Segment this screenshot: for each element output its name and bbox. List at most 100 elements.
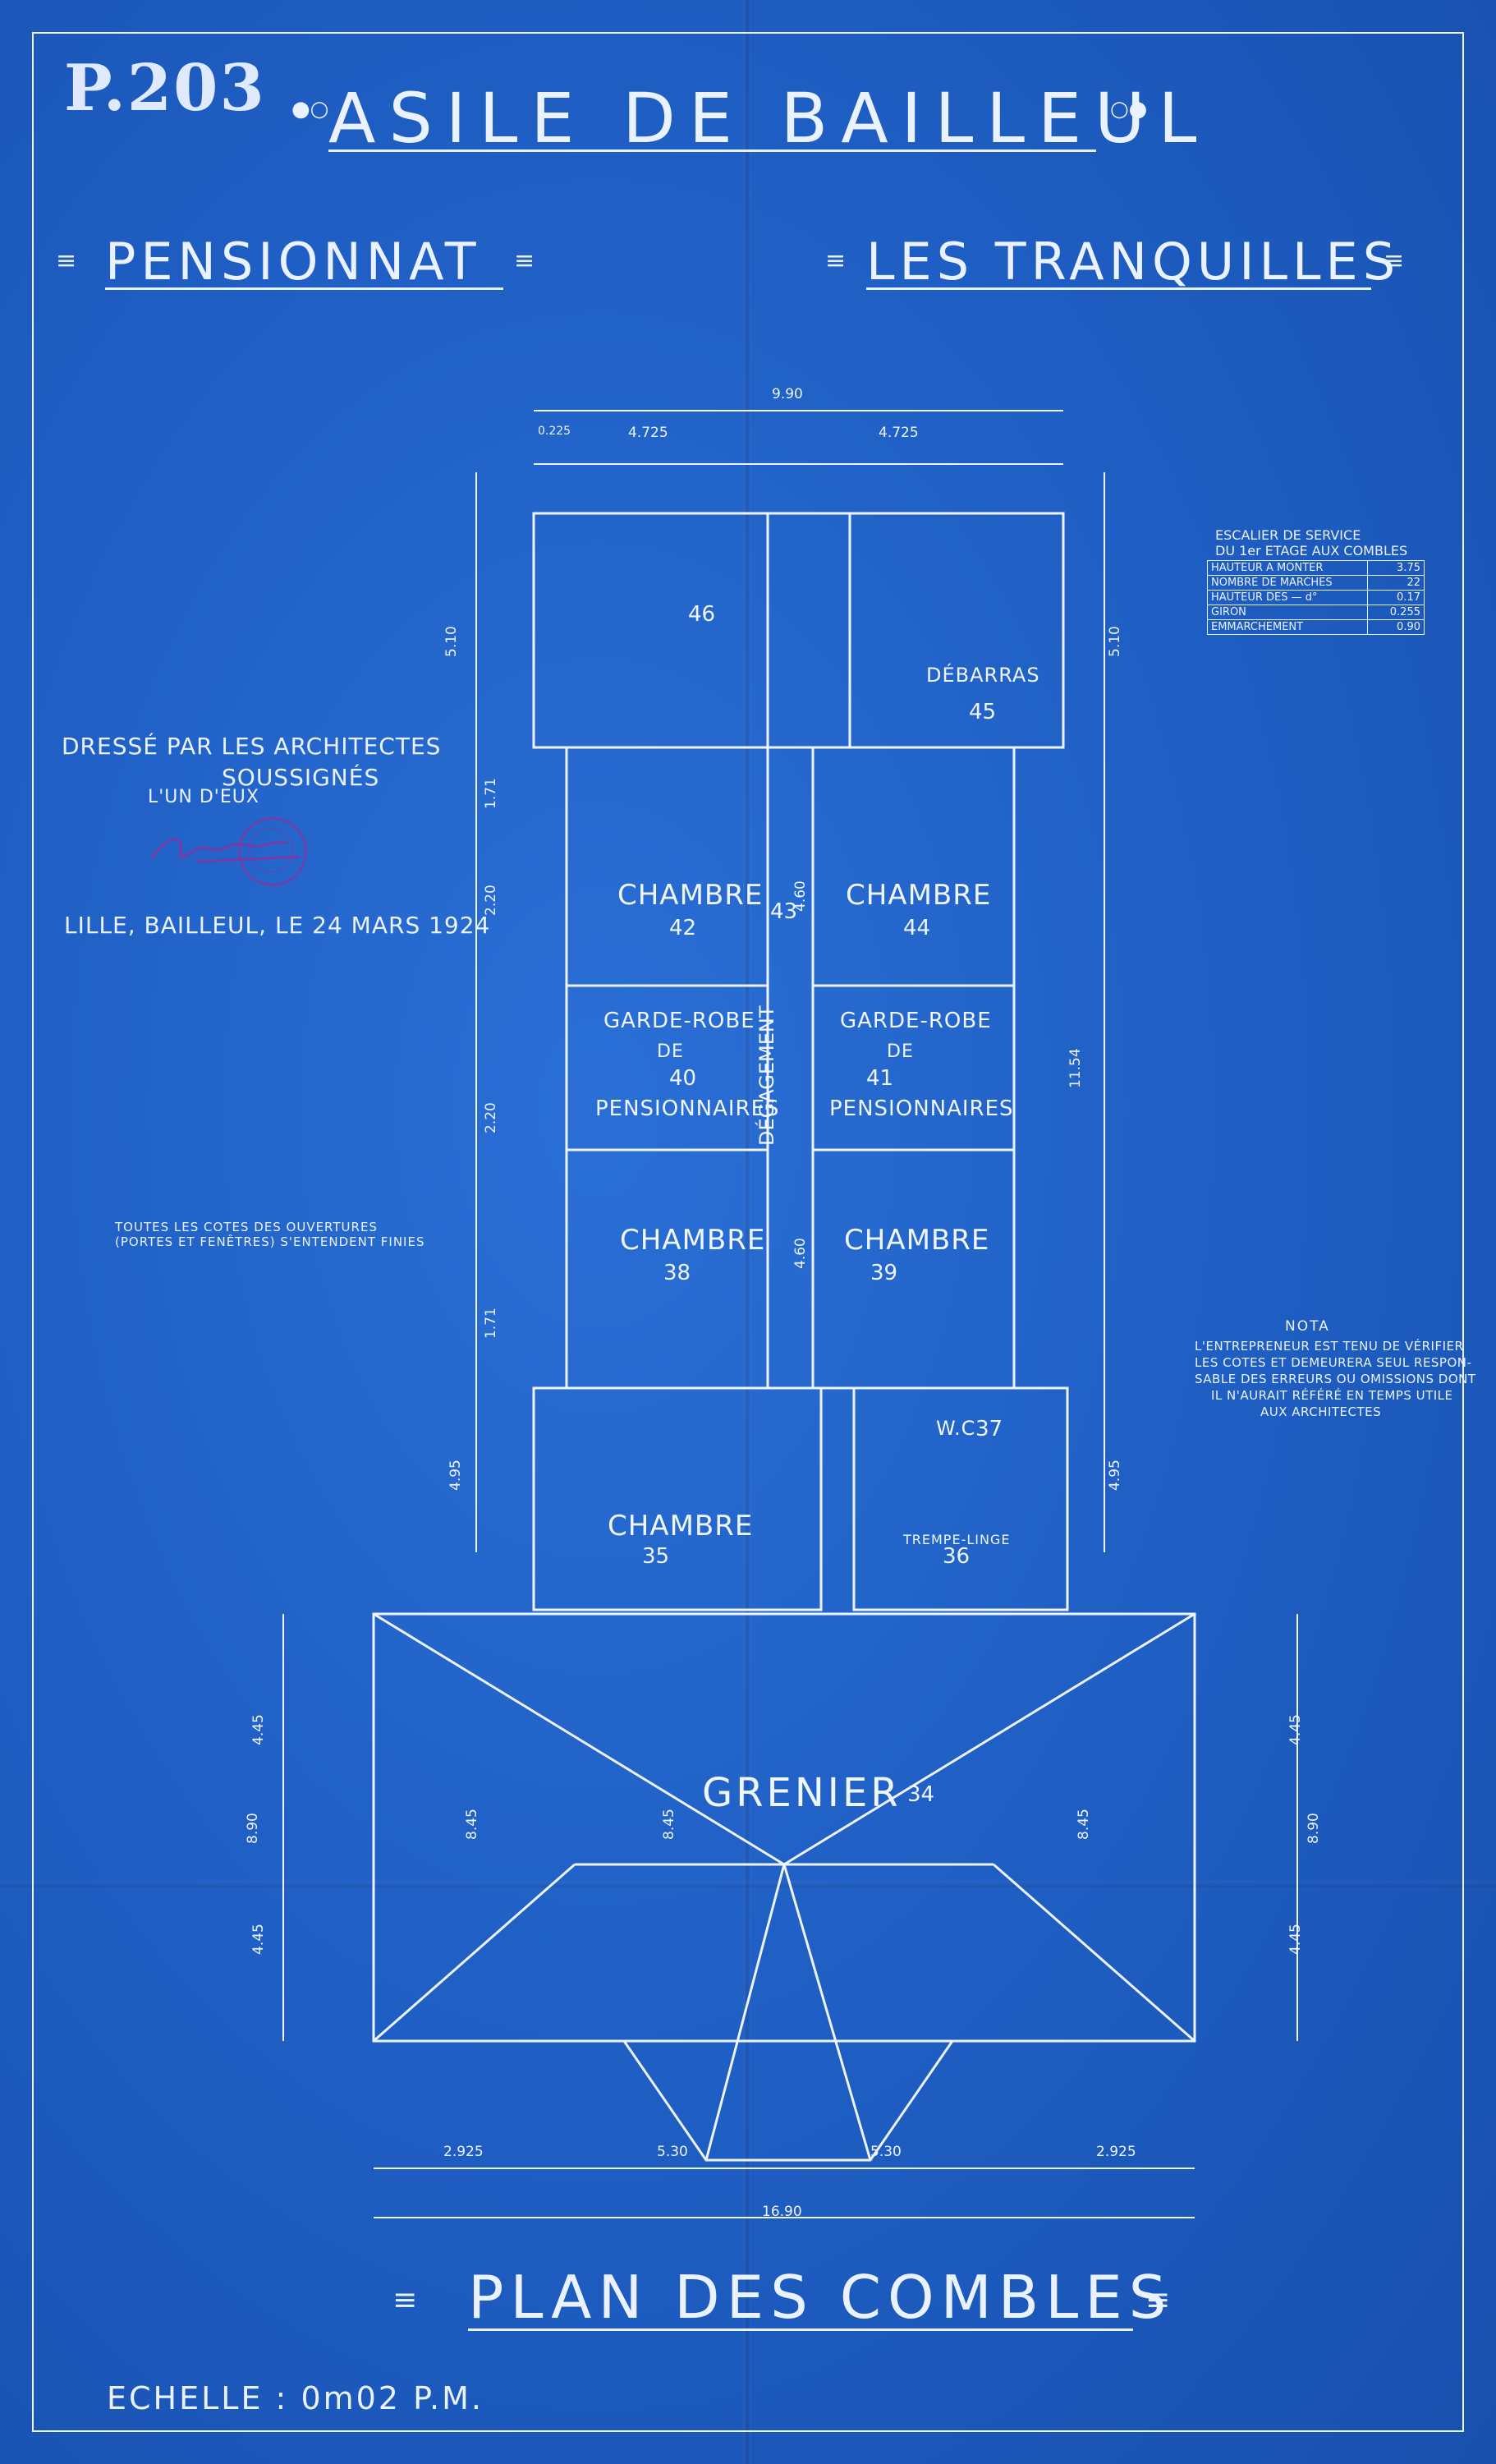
room-name-connector: DE — [887, 1041, 914, 1062]
dimension-wing-left: 4.45 — [250, 1714, 267, 1745]
dimension-upper-block: 5.10 — [443, 626, 460, 657]
ornament: ≡ — [56, 246, 77, 275]
room-number: 35 — [642, 1544, 670, 1569]
nota-line: IL N'AURAIT RÉFÉRÉ EN TEMPS UTILE — [1211, 1388, 1453, 1403]
nota-line: AUX ARCHITECTES — [1260, 1404, 1382, 1419]
subtitle-underline — [105, 287, 503, 290]
attic-lower-wall — [852, 1386, 1069, 1611]
dimension-wing-right: 4.45 — [1287, 1714, 1304, 1745]
roof-hip-line — [704, 1864, 786, 2161]
dimension-wing-total: 8.90 — [245, 1813, 261, 1844]
dimension-bay-left: 5.30 — [657, 2144, 688, 2160]
dimension-room-depth: 4.60 — [792, 880, 809, 912]
roof-hip-line — [782, 1864, 872, 2161]
room-number: 34 — [907, 1782, 935, 1807]
openings-note: (PORTES ET FENÊTRES) S'ENTENDENT FINIES — [115, 1234, 425, 1249]
room-number: 43 — [770, 899, 798, 924]
ornament: ≡ — [1384, 246, 1405, 275]
building-name: PENSIONNAT — [105, 232, 481, 292]
ornament: ○● — [1110, 97, 1148, 122]
room-name: CHAMBRE — [844, 1224, 990, 1257]
place-date: LILLE, BAILLEUL, LE 24 MARS 1924 — [64, 912, 491, 939]
room-name: CHAMBRE — [620, 1224, 766, 1257]
dimension-upper-block: 5.10 — [1107, 626, 1123, 657]
table-cell: EMMARCHEMENT — [1207, 619, 1368, 635]
drawing-title: ASILE DE BAILLEUL — [328, 78, 1210, 159]
dimension-wing-total: 8.90 — [1306, 1813, 1322, 1844]
bay-window-wall — [622, 2039, 955, 2162]
dimension-offset: 1.71 — [483, 1308, 499, 1339]
table-cell: NOMBRE DE MARCHES — [1207, 575, 1368, 591]
nota-title: NOTA — [1285, 1318, 1330, 1335]
nota-line: LES COTES ET DEMEURERA SEUL RESPON- — [1195, 1355, 1472, 1370]
nota-line: SABLE DES ERREURS OU OMISSIONS DONT — [1195, 1372, 1476, 1386]
attic-lower-wall — [532, 1386, 823, 1611]
dimension-lower: 4.95 — [1107, 1460, 1123, 1491]
drawn-by-text: SOUSSIGNÉS — [222, 764, 380, 791]
dimension-room-depth: 4.60 — [792, 1238, 809, 1269]
dimension-top-right: 4.725 — [879, 425, 919, 441]
stair-table-title: DU 1er ETAGE AUX COMBLES — [1215, 543, 1408, 559]
ornament: ≡ — [392, 2283, 418, 2317]
table-cell: 0.255 — [1367, 605, 1425, 620]
room-number: 39 — [870, 1261, 898, 1285]
room-name: GRENIER — [702, 1770, 902, 1816]
drawn-by-text: DRESSÉ PAR LES ARCHITECTES — [62, 733, 442, 760]
handwritten-signature — [150, 838, 301, 863]
subtitle-underline — [866, 287, 1371, 290]
attic-wing-wall — [565, 746, 1016, 1390]
table-cell: 22 — [1367, 575, 1425, 591]
room-name: GARDE-ROBE — [840, 1009, 992, 1033]
drawing-reference: P.203 — [64, 51, 266, 126]
room-number: 46 — [688, 602, 716, 627]
room-name: CHAMBRE — [617, 879, 764, 912]
roof-hip-line — [783, 1612, 1195, 1866]
room-name-connector: DE — [657, 1041, 684, 1062]
nota-line: L'ENTREPRENEUR EST TENU DE VÉRIFIER — [1195, 1339, 1464, 1354]
room-name: PENSIONNAIRES — [829, 1096, 1014, 1121]
ornament: ≡ — [825, 246, 847, 275]
table-cell: HAUTEUR A MONTER — [1207, 560, 1368, 576]
dimension-overall-top: 9.90 — [772, 386, 803, 402]
dimension-offset: 1.71 — [483, 778, 499, 809]
grenier-wall — [372, 1612, 1196, 2043]
room-name: W.C — [936, 1417, 976, 1440]
room-name: PENSIONNAIRES — [595, 1096, 780, 1121]
room-number: 36 — [943, 1544, 971, 1569]
drawn-by-text: L'UN D'EUX — [148, 787, 259, 807]
room-name: CHAMBRE — [608, 1510, 754, 1542]
plan-name: PLAN DES COMBLES — [468, 2263, 1173, 2332]
dimension-lower: 4.95 — [447, 1460, 464, 1491]
dimension-room-width: 2.20 — [483, 1102, 499, 1133]
room-number: 38 — [663, 1261, 691, 1285]
room-name: CHAMBRE — [846, 879, 992, 912]
dimension-bay-right: 5.30 — [870, 2144, 902, 2160]
table-cell: 0.90 — [1367, 619, 1425, 635]
wing-name: LES TRANQUILLES — [866, 232, 1401, 292]
dimension-wing-right: 4.45 — [1287, 1924, 1304, 1955]
ornament: ≡ — [514, 246, 535, 275]
room-name: TREMPE-LINGE — [903, 1532, 1011, 1547]
plan-name-underline — [468, 2328, 1133, 2331]
title-underline — [328, 149, 1096, 152]
roof-hip-line — [373, 1612, 785, 1866]
paper-fold — [743, 0, 751, 2464]
dimension-bottom-left: 2.925 — [443, 2144, 484, 2160]
dimension-wing-left: 4.45 — [250, 1924, 267, 1955]
roof-hip-line — [373, 1863, 576, 2043]
sheet-border — [32, 32, 1464, 2432]
room-number: 42 — [669, 916, 697, 940]
ornament: ●○ — [291, 97, 329, 122]
dimension-grenier: 8.45 — [661, 1809, 677, 1840]
stair-table-title: ESCALIER DE SERVICE — [1215, 527, 1361, 543]
room-name: GARDE-ROBE — [603, 1009, 755, 1033]
room-number: 45 — [969, 700, 997, 724]
dimension-corner: 0.225 — [538, 425, 571, 438]
ornament: ≡ — [1145, 2283, 1171, 2317]
dimension-bottom-total: 16.90 — [762, 2204, 802, 2220]
